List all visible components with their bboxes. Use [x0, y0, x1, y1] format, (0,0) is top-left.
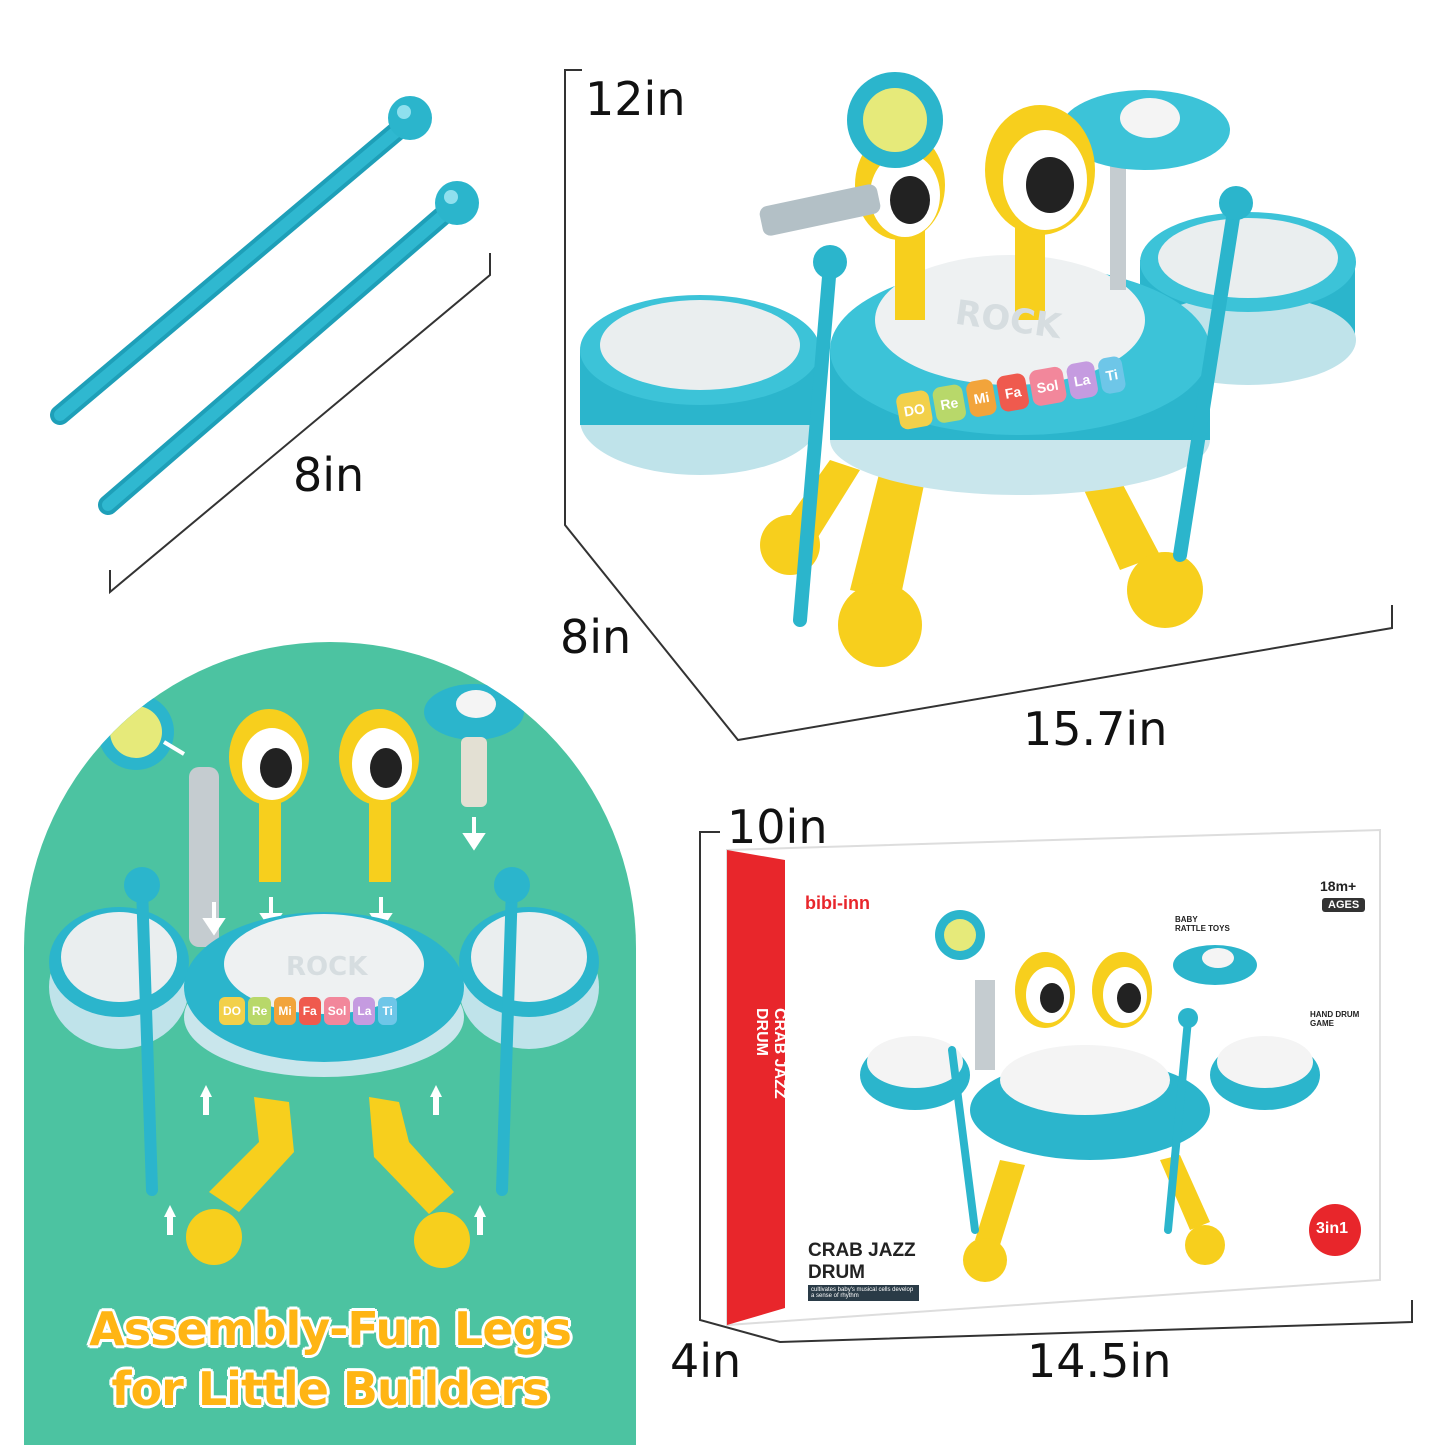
- product-height-label: 12in: [585, 72, 686, 126]
- assembly-mic-stand: [189, 767, 219, 947]
- drum-stick-1: [50, 96, 432, 425]
- assembly-eye-left: [229, 709, 309, 882]
- assembly-key-do: DO: [219, 997, 245, 1025]
- assembly-caption-line2: for Little Builders: [111, 1362, 550, 1416]
- box-callout-1: BABY RATTLE TOYS: [1175, 915, 1230, 933]
- product-width-label: 15.7in: [1023, 702, 1168, 756]
- assembly-legs: [186, 1097, 470, 1268]
- assembly-cymbal: [424, 684, 524, 807]
- assembly-mic-head: [98, 694, 174, 770]
- product-cymbal: [1060, 90, 1230, 170]
- product-right-drum: [1140, 212, 1356, 385]
- box-badge: 3in1: [1316, 1220, 1349, 1237]
- drum-stick-2: [98, 181, 479, 515]
- box-age-bottom: AGES: [1322, 898, 1366, 912]
- assembly-eye-right: [339, 709, 419, 882]
- assembly-caption-line1: Assembly-Fun Legs: [89, 1302, 572, 1356]
- assembly-panel: ROCK DO Re Mi Fa Sol La Ti Assembly-Fun …: [24, 642, 636, 1445]
- product-left-drum: [580, 295, 820, 475]
- sticks-length-label: 8in: [293, 448, 365, 502]
- box-width-label: 14.5in: [1027, 1334, 1172, 1388]
- assembly-key-la: La: [353, 997, 376, 1025]
- box-height-label: 10in: [727, 800, 828, 854]
- box-title-line1: CRAB JAZZ: [808, 1240, 916, 1261]
- assembly-key-fa: Fa: [298, 997, 321, 1025]
- box-callout-2: HAND DRUM GAME: [1310, 1010, 1360, 1028]
- box-tagline: cultivates baby's musical cells develop …: [808, 1285, 919, 1301]
- box-age-top: 18m+: [1320, 878, 1357, 894]
- box-title-line2: DRUM: [808, 1262, 865, 1283]
- assembly-keys: DO Re Mi Fa Sol La Ti: [219, 997, 397, 1025]
- assembly-key-mi: Mi: [274, 997, 296, 1025]
- assembly-leg-arrows: [164, 1085, 486, 1235]
- product-mic: [759, 72, 943, 236]
- assembly-key-re: Re: [248, 997, 272, 1025]
- assembly-drum-label: ROCK: [286, 952, 368, 982]
- box-depth-label: 4in: [670, 1334, 742, 1388]
- assembly-key-sol: Sol: [323, 997, 351, 1025]
- box-brand: bibi-inn: [805, 893, 870, 913]
- assembly-key-ti: Ti: [378, 997, 397, 1025]
- assembly-right-drum: [459, 907, 599, 1049]
- product-depth-label: 8in: [560, 610, 632, 664]
